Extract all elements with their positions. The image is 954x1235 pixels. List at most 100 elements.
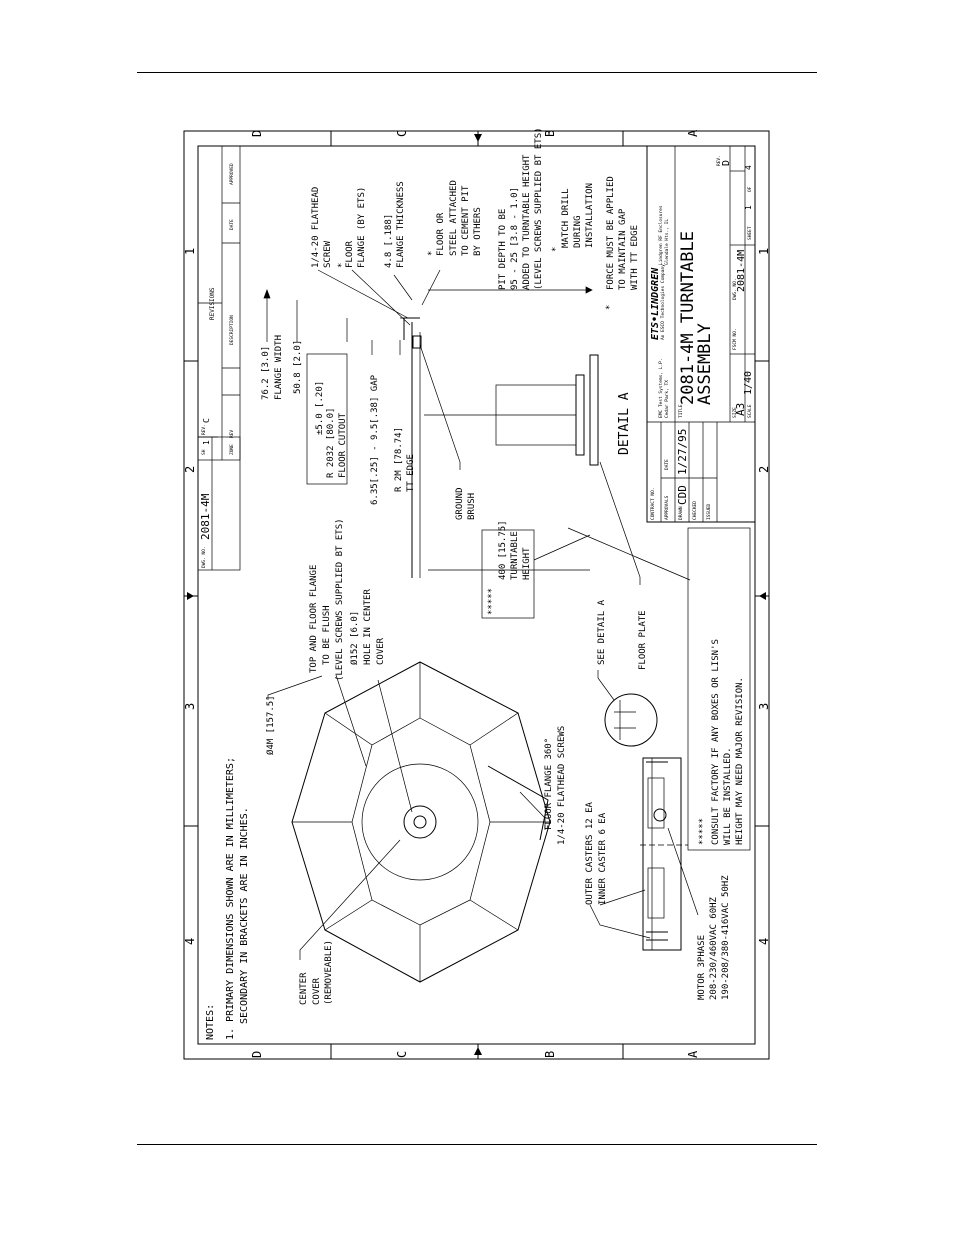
- rev-header-zone: ZONE: [229, 444, 235, 455]
- contract-no-label: CONTRACT NO.: [650, 487, 656, 520]
- issued-label: ISSUED: [706, 503, 712, 520]
- zone-numbers-right: 1 2 3 4: [757, 248, 771, 945]
- detail-a-label: DETAIL A: [617, 392, 632, 455]
- lindgren-line2: Glendale Hts., IL: [664, 219, 670, 265]
- rev-label: REV.: [716, 155, 722, 166]
- center-arrows: [187, 134, 766, 1055]
- pit-depth-4: (LEVEL SCREWS SUPPLIED BT ETS): [534, 127, 544, 290]
- scale-label: SCALE: [747, 404, 753, 418]
- scale-value: 1/40: [743, 371, 754, 395]
- floor-steel-3: TO CEMENT PIT: [461, 185, 471, 256]
- floor-cutout-2: R 2032 [80.0]: [326, 408, 336, 478]
- rev-header-approved: APPROVED: [229, 163, 235, 185]
- drawn-date: 1/27/95: [676, 429, 689, 475]
- flush-1: TOP AND FLOOR FLANGE: [309, 565, 319, 673]
- ground-brush-2: BRUSH: [467, 493, 477, 520]
- company-line1: EMC Test Systems, L.P.: [658, 358, 664, 418]
- rev-header-date: DATE: [229, 219, 235, 230]
- drawn-by: CDD: [676, 485, 689, 505]
- detail-a-callout-circle: SEE DETAIL A: [597, 599, 658, 747]
- flange-width-2: FLANGE WIDTH: [274, 335, 284, 400]
- drawn-label: DRAWN: [678, 506, 684, 520]
- asterisk-floor-flange: *: [337, 263, 347, 268]
- outer-border: [183, 130, 770, 1060]
- zone-ticks: [184, 131, 769, 1059]
- hole-3: COVER: [376, 637, 386, 665]
- motor-3: 190-208/380-416VAC 50HZ: [721, 875, 731, 1000]
- side-elevation-labels: OUTER CASTERS 12 EA INNER CASTER 6 EA MO…: [585, 801, 731, 1000]
- lindgren-line1: Lindgren RF Enclosures: [658, 205, 664, 265]
- tt-edge-1: R 2M [78.74]: [394, 427, 404, 492]
- footer-rule: [137, 1144, 817, 1145]
- sh-label: SH: [201, 449, 207, 455]
- tt-edge-2: TT EDGE: [406, 454, 416, 492]
- zone-4-right: 4: [757, 938, 771, 945]
- detail-labels: 1/4-20 FLATHEAD SCREW FLOOR FLANGE (BY E…: [261, 127, 691, 670]
- flush-3: (LEVEL SCREWS SUPPLIED BT ETS): [335, 518, 345, 681]
- flathead-1: 1/4-20 FLATHEAD: [311, 187, 321, 268]
- pit-depth-1: PIT DEPTH TO BE: [498, 209, 508, 290]
- center-cover-3: (REMOVEABLE): [324, 940, 334, 1005]
- ets-lindgren-logo: ETS•LINDGREN: [650, 267, 661, 340]
- see-detail-label: SEE DETAIL A: [597, 599, 607, 665]
- approvals-label: APPROVALS: [664, 495, 670, 520]
- tt-height-1: 400 [15.75]: [498, 520, 508, 580]
- dimension-lines: [263, 286, 593, 575]
- zone-D-bottom: D: [250, 1051, 264, 1058]
- consult-line1: CONSULT FACTORY IF ANY BOXES OR LISN'S: [711, 639, 721, 845]
- rev-label-top: REV.: [201, 424, 207, 435]
- tt-height-stars: *****: [487, 588, 497, 615]
- drawing-title-line1: 2081-4M TURNTABLE: [678, 231, 698, 405]
- notes-line1: 1. PRIMARY DIMENSIONS SHOWN ARE IN MILLI…: [225, 757, 236, 1040]
- pit-depth-2: 95 - 25 [3.8 - 1.0]: [510, 187, 520, 290]
- zone-3-left: 3: [183, 703, 197, 710]
- rev-value-top: C: [202, 418, 211, 423]
- zone-C-top: C: [395, 130, 409, 137]
- header-rule: [137, 72, 817, 73]
- asterisk-match-drill: *: [551, 247, 561, 252]
- hole-2: HOLE IN CENTER: [363, 589, 373, 665]
- flange-508: 50.8 [2.0]: [293, 340, 303, 394]
- floor-flange-2: FLANGE (BY ETS): [357, 187, 367, 268]
- gap-label: 6.35[.25] - 9.5[.38] GAP: [370, 374, 380, 505]
- floor-steel-2: STEEL ATTACHED: [449, 180, 459, 256]
- zone-B-bottom: B: [543, 1051, 557, 1058]
- size-label: SIZE: [732, 407, 738, 418]
- floor-steel-1: FLOOR OR: [436, 212, 446, 256]
- diameter-label: Ø4M [157.5]: [265, 695, 276, 755]
- flush-2: TO BE FLUSH: [322, 605, 332, 665]
- zone-1-right: 1: [757, 248, 771, 255]
- zone-letters-top: D C B A: [250, 129, 700, 137]
- dwg-no-box: DWG. NO. 2081-4M SH 1 REV. C: [197, 418, 241, 571]
- of-label: OF: [747, 186, 753, 192]
- dwg-value: 2081-4M: [736, 250, 747, 292]
- flange-thickness-2: FLANGE THICKNESS: [396, 181, 406, 268]
- sheet-value: 1: [744, 205, 753, 210]
- pit-depth-3: ADDED TO TURNTABLE HEIGHT: [522, 154, 532, 290]
- zone-D-top: D: [250, 130, 264, 137]
- zone-letters-bottom: D C B A: [250, 1050, 700, 1058]
- zone-B-top: B: [543, 130, 557, 137]
- title-label: TITLE: [678, 404, 684, 418]
- side-elevation: [640, 757, 688, 951]
- floor-flange-1: FLOOR: [345, 240, 355, 268]
- flathead-2: SCREW: [323, 240, 333, 268]
- sheet-label: SHEET: [747, 226, 753, 240]
- motor-1: MOTOR 3PHASE: [697, 935, 707, 1000]
- plan-view-labels: CENTER COVER (REMOVEABLE) Ø4M [157.5] TO…: [265, 518, 567, 1005]
- hole-1: Ø152 [6.0]: [349, 611, 360, 665]
- sh-value: 1: [202, 440, 211, 445]
- match-drill-1: MATCH DRILL: [561, 188, 571, 248]
- revisions-block: REVISIONS ZONE REV DESCRIPTION DATE APPR…: [197, 145, 241, 461]
- floor-plate-label: FLOOR PLATE: [638, 610, 648, 670]
- size-value: A3: [734, 403, 747, 416]
- casters-1: OUTER CASTERS 12 EA: [585, 801, 595, 905]
- turntable-plan-view: [291, 661, 551, 983]
- checked-label: CHECKED: [692, 501, 698, 520]
- consult-stars: *****: [698, 818, 708, 845]
- asterisk-force: *: [605, 305, 615, 310]
- date-label: DATE: [664, 459, 670, 470]
- logo-subtitle: An ESCO Technologies Company: [660, 264, 666, 340]
- asterisk-floor-steel: *: [427, 251, 437, 256]
